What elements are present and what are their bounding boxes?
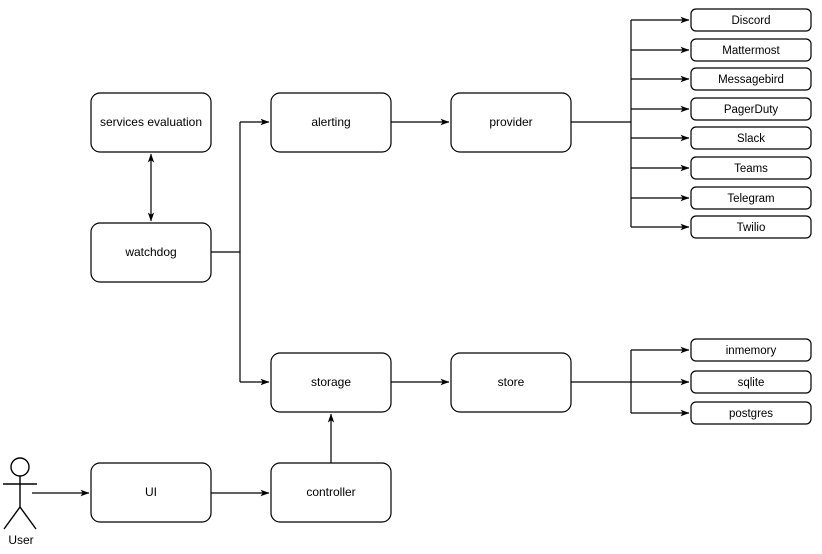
leaf-store-postgres-box — [690, 401, 812, 425]
leaf-provider-twilio-label: Twilio — [737, 222, 766, 234]
node-store-label: store — [498, 375, 525, 389]
actor-user-label: User — [8, 533, 33, 547]
leaf-provider-telegram[interactable]: Telegram — [690, 186, 812, 210]
leaf-provider-discord-box — [690, 8, 812, 32]
node-watchdog-label: watchdog — [124, 245, 176, 259]
leaf-provider-messagebird[interactable]: Messagebird — [690, 67, 812, 91]
node-provider-box — [450, 92, 572, 153]
leaf-provider-teams-label: Teams — [734, 163, 768, 175]
node-alerting[interactable]: alerting — [270, 92, 392, 153]
leaf-store-inmemory[interactable]: inmemory — [690, 338, 812, 362]
node-ui-box — [90, 462, 212, 523]
leaf-store-inmemory-label: inmemory — [726, 345, 777, 357]
node-controller[interactable]: controller — [270, 462, 392, 523]
leaf-provider-mattermost-label: Mattermost — [722, 45, 780, 57]
node-store-box — [450, 352, 572, 413]
leaf-provider-teams[interactable]: Teams — [690, 156, 812, 180]
node-controller-box — [270, 462, 392, 523]
leaf-provider-telegram-box — [690, 186, 812, 210]
node-services-evaluation-label: services evaluation — [100, 115, 202, 129]
node-services-evaluation[interactable]: services evaluation — [90, 92, 212, 153]
leaf-provider-slack[interactable]: Slack — [690, 126, 812, 150]
node-alerting-box — [270, 92, 392, 153]
leaf-provider-pagerduty-label: PagerDuty — [724, 104, 779, 116]
leaf-provider-pagerduty-box — [690, 97, 812, 121]
leaf-provider-pagerduty[interactable]: PagerDuty — [690, 97, 812, 121]
leaf-provider-slack-box — [690, 126, 812, 150]
leaf-store-sqlite[interactable]: sqlite — [690, 370, 812, 394]
node-storage-box — [270, 352, 392, 413]
node-storage-label: storage — [311, 375, 351, 389]
leaf-store-postgres[interactable]: postgres — [690, 401, 812, 425]
node-provider[interactable]: provider — [450, 92, 572, 153]
leaf-provider-messagebird-box — [690, 67, 812, 91]
leaf-provider-discord-label: Discord — [732, 15, 771, 27]
leaf-store-sqlite-label: sqlite — [738, 377, 765, 389]
leaf-provider-teams-box — [690, 156, 812, 180]
node-provider-label: provider — [489, 115, 532, 129]
node-ui-label: UI — [145, 485, 157, 499]
edge-watchdog-trunk — [211, 122, 241, 253]
actor-head-icon — [10, 457, 30, 477]
leaf-provider-messagebird-label: Messagebird — [718, 74, 784, 86]
node-controller-label: controller — [306, 485, 355, 499]
node-storage[interactable]: storage — [270, 352, 392, 413]
leaf-provider-slack-label: Slack — [737, 133, 765, 145]
leaf-provider-twilio-box — [690, 215, 812, 239]
leaf-store-sqlite-box — [690, 370, 812, 394]
node-watchdog-box — [90, 222, 212, 283]
leaf-provider-discord[interactable]: Discord — [690, 8, 812, 32]
node-watchdog[interactable]: watchdog — [90, 222, 212, 283]
node-alerting-label: alerting — [311, 115, 350, 129]
leaf-store-postgres-label: postgres — [729, 408, 773, 420]
actor-leg-left-icon — [3, 506, 21, 530]
actor-leg-right-icon — [19, 506, 37, 530]
leaf-provider-mattermost-box — [690, 38, 812, 62]
leaf-provider-telegram-label: Telegram — [727, 193, 774, 205]
leaf-store-inmemory-box — [690, 338, 812, 362]
leaf-provider-twilio[interactable]: Twilio — [690, 215, 812, 239]
actor-user[interactable]: User — [3, 457, 37, 547]
node-ui[interactable]: UI — [90, 462, 212, 523]
leaf-provider-mattermost[interactable]: Mattermost — [690, 38, 812, 62]
node-services-evaluation-box — [90, 92, 212, 153]
node-store[interactable]: store — [450, 352, 572, 413]
